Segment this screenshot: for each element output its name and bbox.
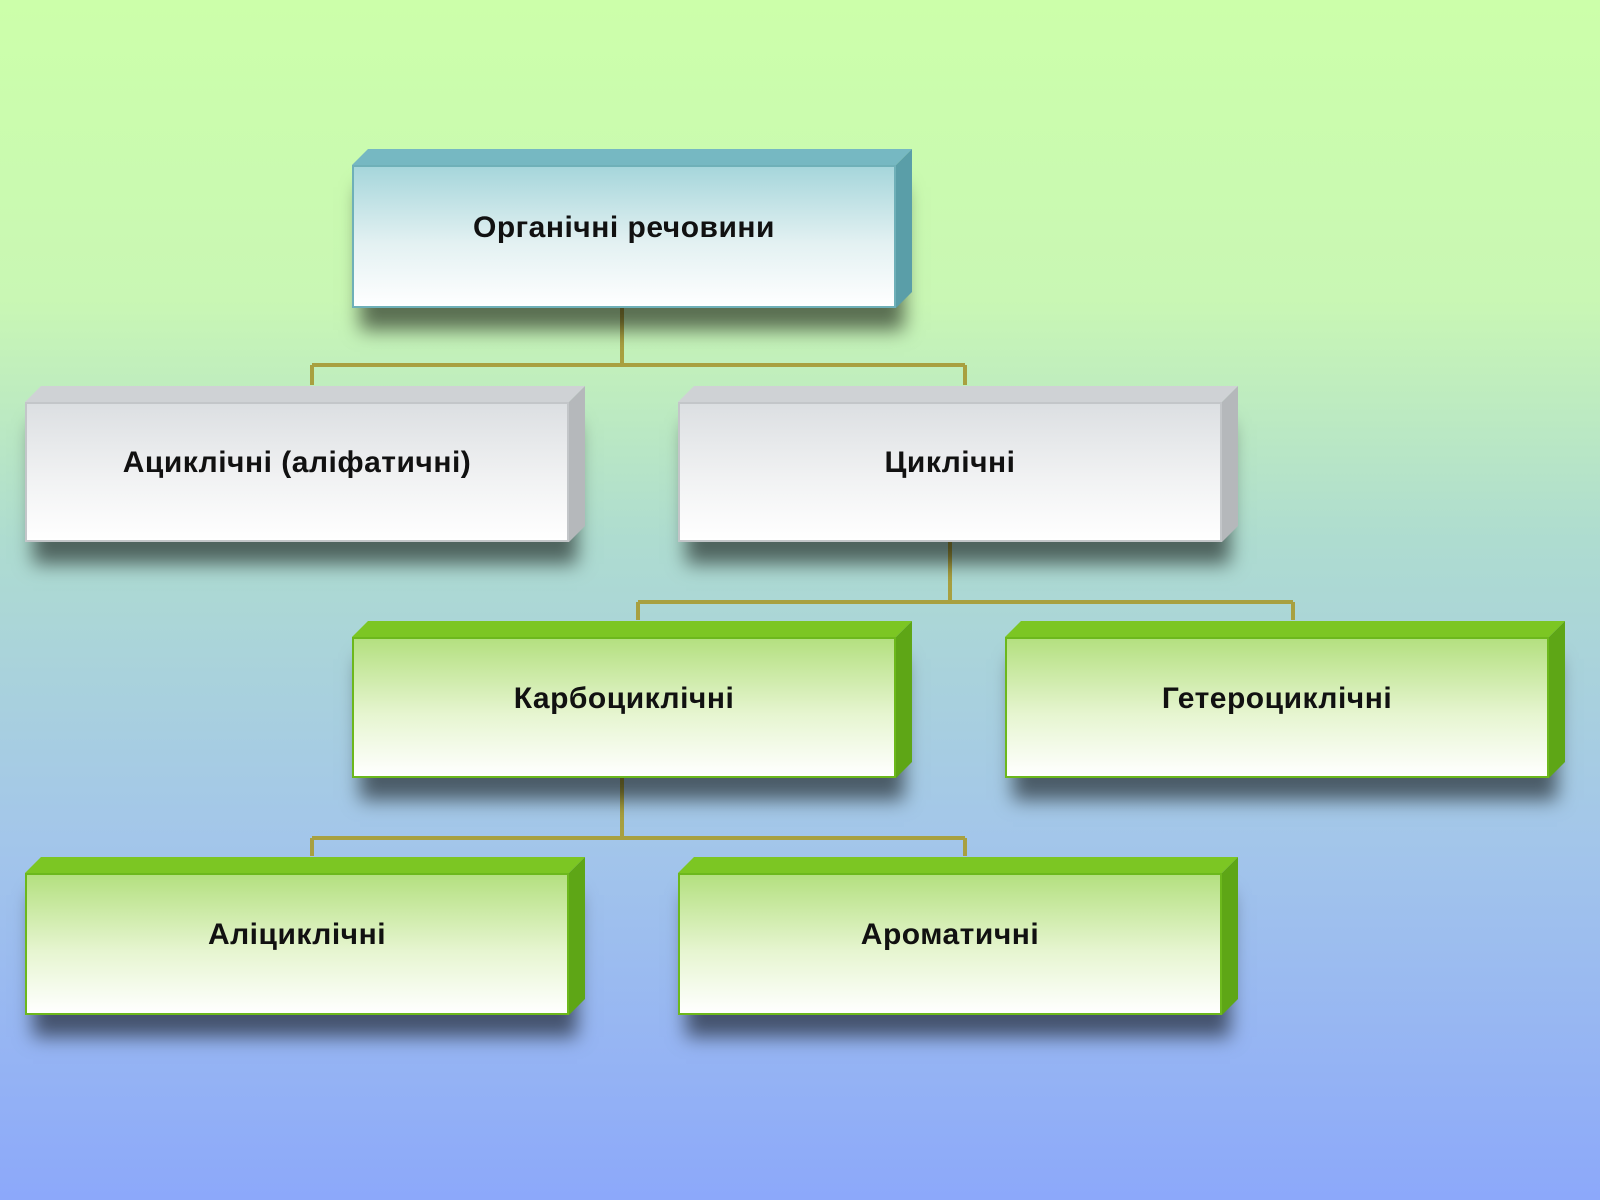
node-alicyclic: Аліциклічні	[25, 873, 569, 1015]
node-label-organic-substances: Органічні речовини	[473, 210, 775, 244]
node-top-bevel	[678, 857, 1238, 873]
node-cyclic: Циклічні	[678, 402, 1222, 542]
node-face	[25, 402, 569, 542]
node-aromatic: Ароматичні	[678, 873, 1222, 1015]
node-top-bevel	[25, 857, 585, 873]
node-heterocyclic: Гетероциклічні	[1005, 637, 1549, 778]
node-label-aromatic: Ароматичні	[860, 918, 1040, 951]
node-side-bevel	[896, 149, 912, 308]
node-acyclic: Ациклічні (аліфатичні)	[25, 402, 569, 542]
node-side-bevel	[1549, 621, 1565, 778]
node-carbocyclic: Карбоциклічні	[352, 637, 896, 778]
node-side-bevel	[1222, 857, 1238, 1015]
node-top-bevel	[678, 386, 1238, 402]
node-face	[1005, 637, 1549, 778]
node-label-alicyclic: Аліциклічні	[207, 918, 387, 951]
node-label-cyclic: Циклічні	[884, 446, 1016, 479]
node-label-carbocyclic: Карбоциклічні	[513, 681, 735, 715]
node-label-acyclic: Ациклічні (аліфатичні)	[122, 446, 472, 479]
node-side-bevel	[1222, 386, 1238, 542]
node-face	[678, 402, 1222, 542]
node-label-heterocyclic: Гетероциклічні	[1161, 681, 1393, 715]
node-organic-substances: Органічні речовини	[352, 165, 896, 308]
node-top-bevel	[352, 621, 912, 637]
node-side-bevel	[569, 857, 585, 1015]
node-face	[352, 165, 896, 308]
node-face	[678, 873, 1222, 1015]
node-top-bevel	[352, 149, 912, 165]
node-face	[352, 637, 896, 778]
node-side-bevel	[569, 386, 585, 542]
node-side-bevel	[896, 621, 912, 778]
node-face	[25, 873, 569, 1015]
node-top-bevel	[25, 386, 585, 402]
node-top-bevel	[1005, 621, 1565, 637]
